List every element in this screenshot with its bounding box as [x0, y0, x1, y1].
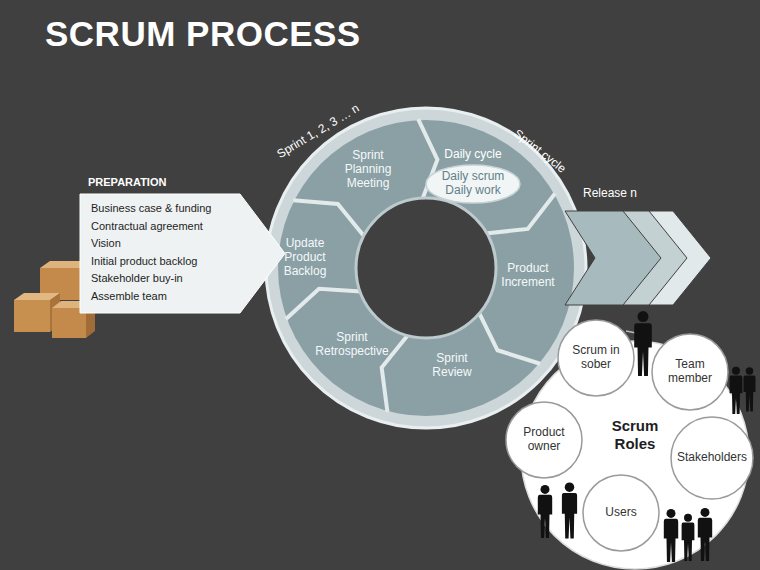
illustration-part [682, 514, 695, 561]
preparation-arrow: PREPARATION Business case & fundingContra… [80, 172, 285, 313]
release-chevron-outline [565, 183, 715, 308]
role-disc [558, 320, 634, 396]
list-item: Vision [80, 235, 121, 253]
list-item: Contractual agreement [80, 218, 203, 236]
illustration-part [744, 367, 756, 411]
node-label: Sprint Review [425, 352, 479, 380]
list-item: Initial product backlog [80, 253, 197, 271]
node-label: Release n [565, 183, 715, 203]
node-label: Product owner [512, 426, 576, 454]
node-label: Scrum Roles [600, 417, 670, 453]
daily-ellipse: Daily scrum Daily work [425, 164, 521, 204]
segment-separator [293, 200, 364, 236]
node-label: Daily cycle [425, 146, 521, 162]
sprint-ring [266, 108, 586, 428]
ring-hole [356, 198, 496, 338]
ellipse-shape [426, 165, 520, 203]
section-heading: PREPARATION [80, 172, 166, 194]
page-title: SCRUM PROCESS [45, 14, 361, 54]
node-label: Sprint Retrospective [309, 331, 395, 359]
node-label: Scrum in sober [564, 344, 628, 372]
sprint-segment: Sprint Review [425, 352, 479, 380]
daily-cycle-segment: Daily scrum Daily work Daily cycle [425, 146, 521, 208]
roles-circle: Scrum in soberTeam memberStakeholdersUse… [520, 340, 750, 570]
chevron [565, 211, 661, 305]
node-label: Sprint Planning Meeting [336, 149, 400, 190]
illustration-part [562, 482, 577, 538]
pentagon-arrow [80, 194, 285, 313]
role-circle: Team member [651, 333, 729, 411]
illustration-part [538, 485, 552, 538]
sprint-segment: Sprint Retrospective [309, 331, 395, 359]
release-chevron: Release n [565, 183, 715, 308]
node-label: Stakeholders [677, 451, 747, 465]
role-disc [583, 475, 659, 551]
node-label: Users [589, 506, 653, 520]
role-circle: Users [582, 474, 660, 552]
illustration-part [698, 508, 712, 561]
list-item: Business case & funding [80, 200, 211, 218]
segment-separator [286, 289, 361, 319]
illustration-part [634, 311, 652, 376]
list-item: Stakeholder buy-in [80, 270, 183, 288]
node-label: Update Product Backlog [276, 237, 334, 278]
illustration-part [14, 300, 50, 332]
role-circle: Scrum in sober [557, 319, 635, 397]
node-label: Product Increment [495, 262, 561, 290]
node-label: Team member [658, 358, 722, 386]
node-label: Daily scrum Daily work [437, 170, 509, 198]
sprint-segment: Sprint Planning Meeting [336, 149, 400, 190]
sprint-segment: Update Product Backlog [276, 237, 334, 278]
role-disc [652, 334, 728, 410]
illustration-part [664, 509, 678, 562]
role-disc [671, 417, 753, 499]
list-item: Assemble team [80, 288, 167, 306]
role-circle: Product owner [505, 401, 583, 479]
sprint-segment: Product Increment [495, 262, 561, 290]
role-disc [506, 402, 582, 478]
ring-outer [266, 108, 586, 428]
segment-separator [479, 312, 540, 363]
role-circle: Stakeholders [670, 416, 754, 500]
illustration-part [730, 367, 743, 414]
